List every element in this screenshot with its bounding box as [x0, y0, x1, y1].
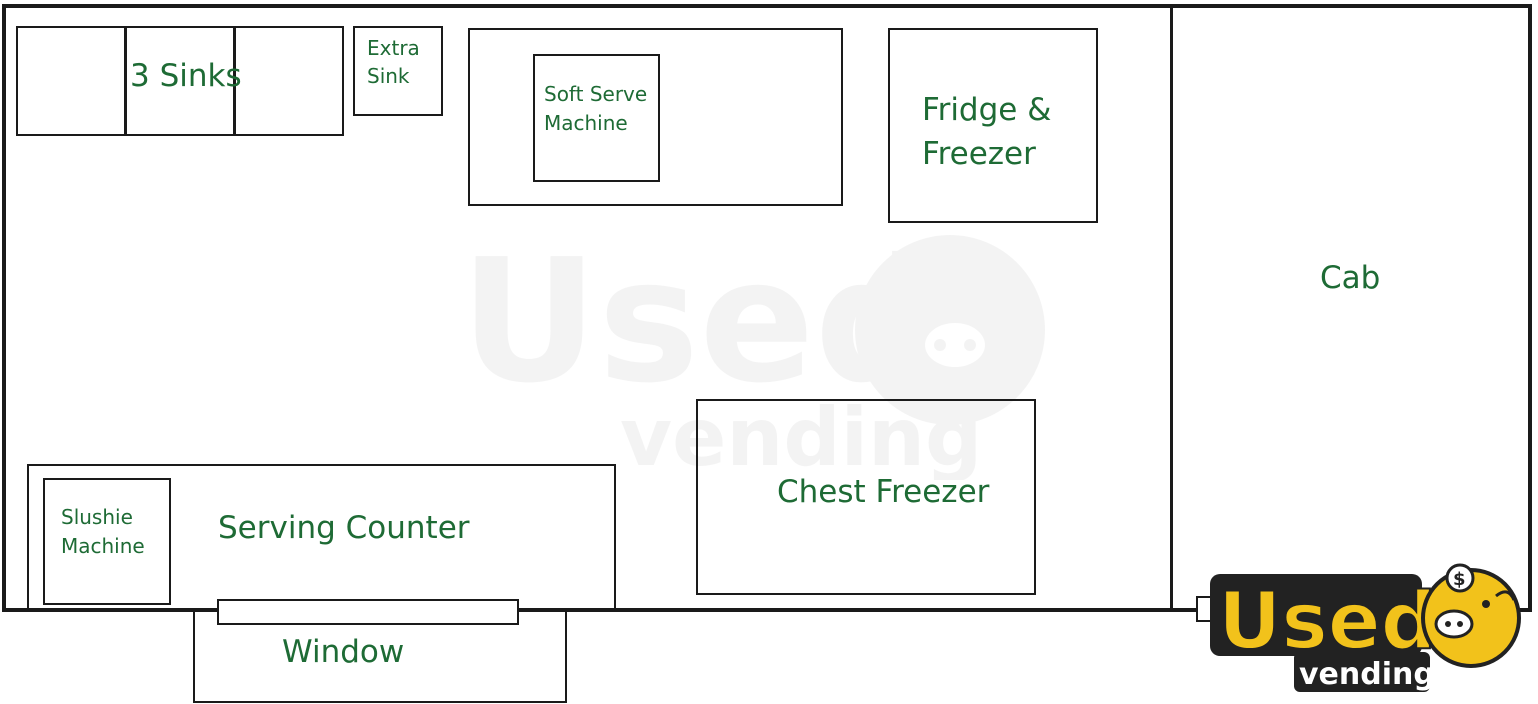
slushie-machine-label: Slushie Machine: [61, 505, 145, 558]
cab-divider: [1170, 4, 1173, 610]
extra-sink-box: [353, 26, 443, 116]
truck-body-outline: [2, 4, 1532, 612]
dollar-coin-icon: $: [1445, 563, 1475, 593]
svg-text:Used: Used: [460, 230, 936, 421]
chest-freezer-label: Chest Freezer: [777, 474, 990, 510]
sink-divider-2: [233, 26, 236, 136]
fridge-freezer-label: Fridge & Freezer: [922, 92, 1052, 172]
chest-freezer-box: [696, 399, 1036, 595]
used-vending-logo: Used vending $: [1210, 563, 1521, 692]
sink-divider-1: [124, 26, 127, 136]
watermark-logo: Used vending: [460, 230, 1045, 480]
serving-counter-label: Serving Counter: [218, 510, 470, 546]
three-sinks-unit: [16, 26, 344, 136]
cab-label: Cab: [1320, 260, 1381, 296]
three-sinks-label: 3 Sinks: [130, 58, 242, 94]
svg-text:vending: vending: [620, 391, 982, 480]
logo-vending-text: vending: [1299, 657, 1435, 692]
watermark-text: Used vending: [460, 230, 982, 480]
soft-serve-label: Soft Serve Machine: [544, 82, 648, 135]
fridge-freezer-box: [888, 28, 1098, 223]
extra-sink-label: Extra Sink: [367, 36, 420, 88]
coin-symbol: $: [1453, 569, 1466, 590]
watermark-pig-icon: [855, 235, 1045, 425]
slushie-machine-box: [43, 478, 171, 605]
logo-wordmark: Used vending: [1210, 574, 1438, 692]
soft-serve-counter: [468, 28, 843, 206]
soft-serve-machine-box: [533, 54, 660, 182]
window-label: Window: [282, 634, 405, 670]
window-frame: [217, 599, 519, 625]
